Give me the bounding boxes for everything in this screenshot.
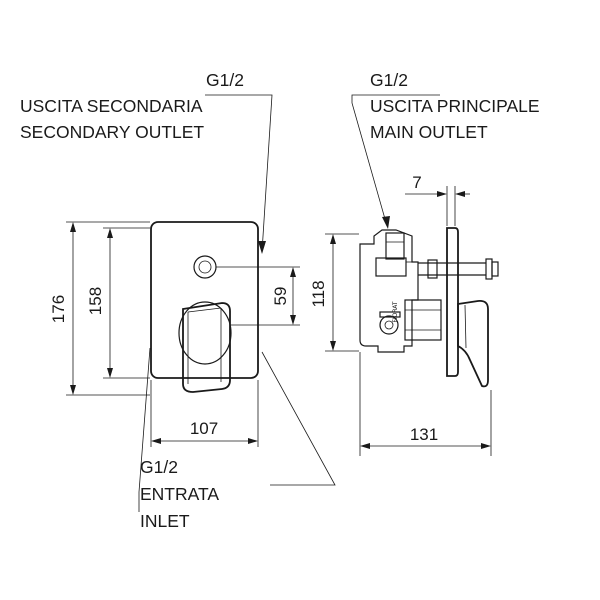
main-outlet-label-it: USCITA PRINCIPALE — [370, 96, 540, 116]
dimension-107: 107 — [190, 419, 218, 438]
secondary-outlet-label-en: SECONDARY OUTLET — [20, 122, 204, 142]
leader-lines — [138, 94, 440, 512]
secondary-outlet-label-it: USCITA SECONDARIA — [20, 96, 203, 116]
inlet-label-it: ENTRATA — [140, 484, 219, 504]
dimension-131: 131 — [410, 425, 438, 444]
dimension-118: 118 — [309, 280, 328, 307]
inlet-label-en: INLET — [140, 511, 190, 531]
front-dimensions — [66, 221, 296, 447]
main-outlet-label-en: MAIN OUTLET — [370, 122, 488, 142]
dimension-158: 158 — [86, 287, 105, 315]
dimension-7: 7 — [412, 173, 421, 192]
front-view — [150, 221, 300, 393]
main-outlet-thread-label: G1/2 — [370, 70, 408, 90]
brand-mark: FIORAT — [392, 301, 399, 323]
dimension-59: 59 — [271, 287, 290, 306]
secondary-outlet-thread-label: G1/2 — [206, 70, 244, 90]
side-view — [359, 227, 499, 388]
side-dimensions — [325, 186, 492, 456]
inlet-thread-label: G1/2 — [140, 457, 178, 477]
dimension-176: 176 — [49, 295, 68, 323]
